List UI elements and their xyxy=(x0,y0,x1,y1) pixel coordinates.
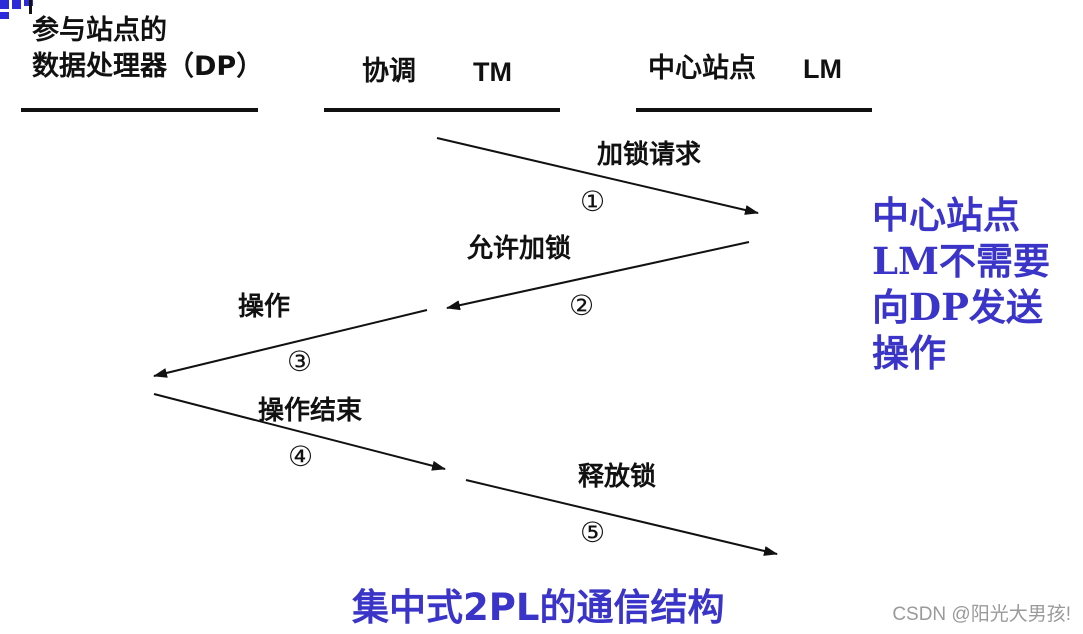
diagram-caption: 集中式2PL的通信结构 xyxy=(352,586,725,629)
arrow-release-lock xyxy=(465,479,778,556)
side-note-line: 向DP发送 xyxy=(872,285,1043,329)
side-note-line: 操作 xyxy=(872,331,946,375)
msg-lock-granted: 允许加锁 xyxy=(467,234,572,264)
tm-label: 协调 xyxy=(362,56,416,87)
tm-abbr: TM xyxy=(473,57,512,87)
step-5: ⑤ xyxy=(580,516,606,549)
side-note-line: LM不需要 xyxy=(872,239,1050,283)
msg-release-lock: 释放锁 xyxy=(578,462,657,492)
arrow-operation-end xyxy=(153,393,446,471)
dp-title-line1: 参与站点的 xyxy=(32,15,167,46)
step-2: ② xyxy=(569,289,595,322)
lm-label: 中心站点 xyxy=(648,53,756,84)
side-note-line: 中心站点 xyxy=(872,193,1020,237)
lm-abbr: LM xyxy=(803,54,842,84)
step-1: ① xyxy=(580,185,606,218)
msg-operation: 操作 xyxy=(238,292,291,322)
step-4: ④ xyxy=(288,440,314,473)
watermark: CSDN @阳光大男孩! xyxy=(892,604,1071,625)
arrow-operation xyxy=(153,309,428,378)
msg-operation-end: 操作结束 xyxy=(258,396,363,426)
arrow-lock-request xyxy=(436,137,759,215)
step-3: ③ xyxy=(287,345,313,378)
msg-lock-request: 加锁请求 xyxy=(597,140,702,170)
dp-title-line2: 数据处理器（DP） xyxy=(32,51,264,82)
side-note: 中心站点 LM不需要 向DP发送 操作 xyxy=(872,192,1072,376)
arrow-lock-granted xyxy=(446,241,750,311)
